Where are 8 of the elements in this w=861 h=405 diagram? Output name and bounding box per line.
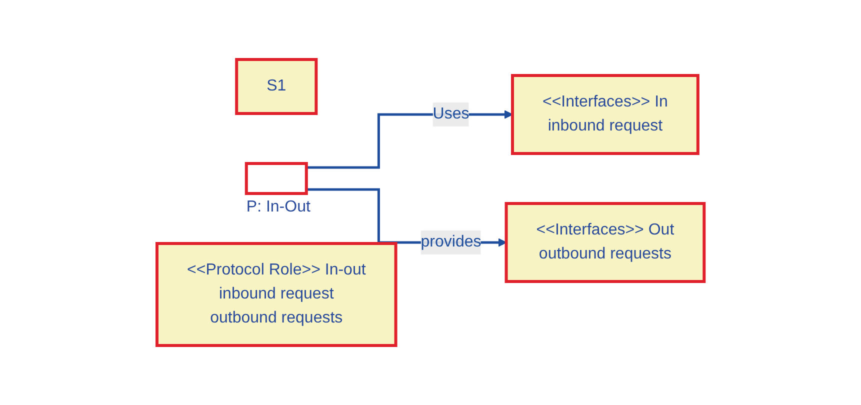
node-box: <<Interfaces>> Out outbound requests [504,202,706,283]
port-label: P: In-Out [246,198,310,216]
edge-label: Uses [432,106,470,122]
edge-label: provides [420,234,482,250]
node-box: <<Protocol Role>> In-out inbound request outbound requests [155,242,398,347]
node-box: S1 [235,58,318,115]
node-box [244,162,308,195]
node-box: <<Interfaces>> In inbound request [510,74,700,155]
